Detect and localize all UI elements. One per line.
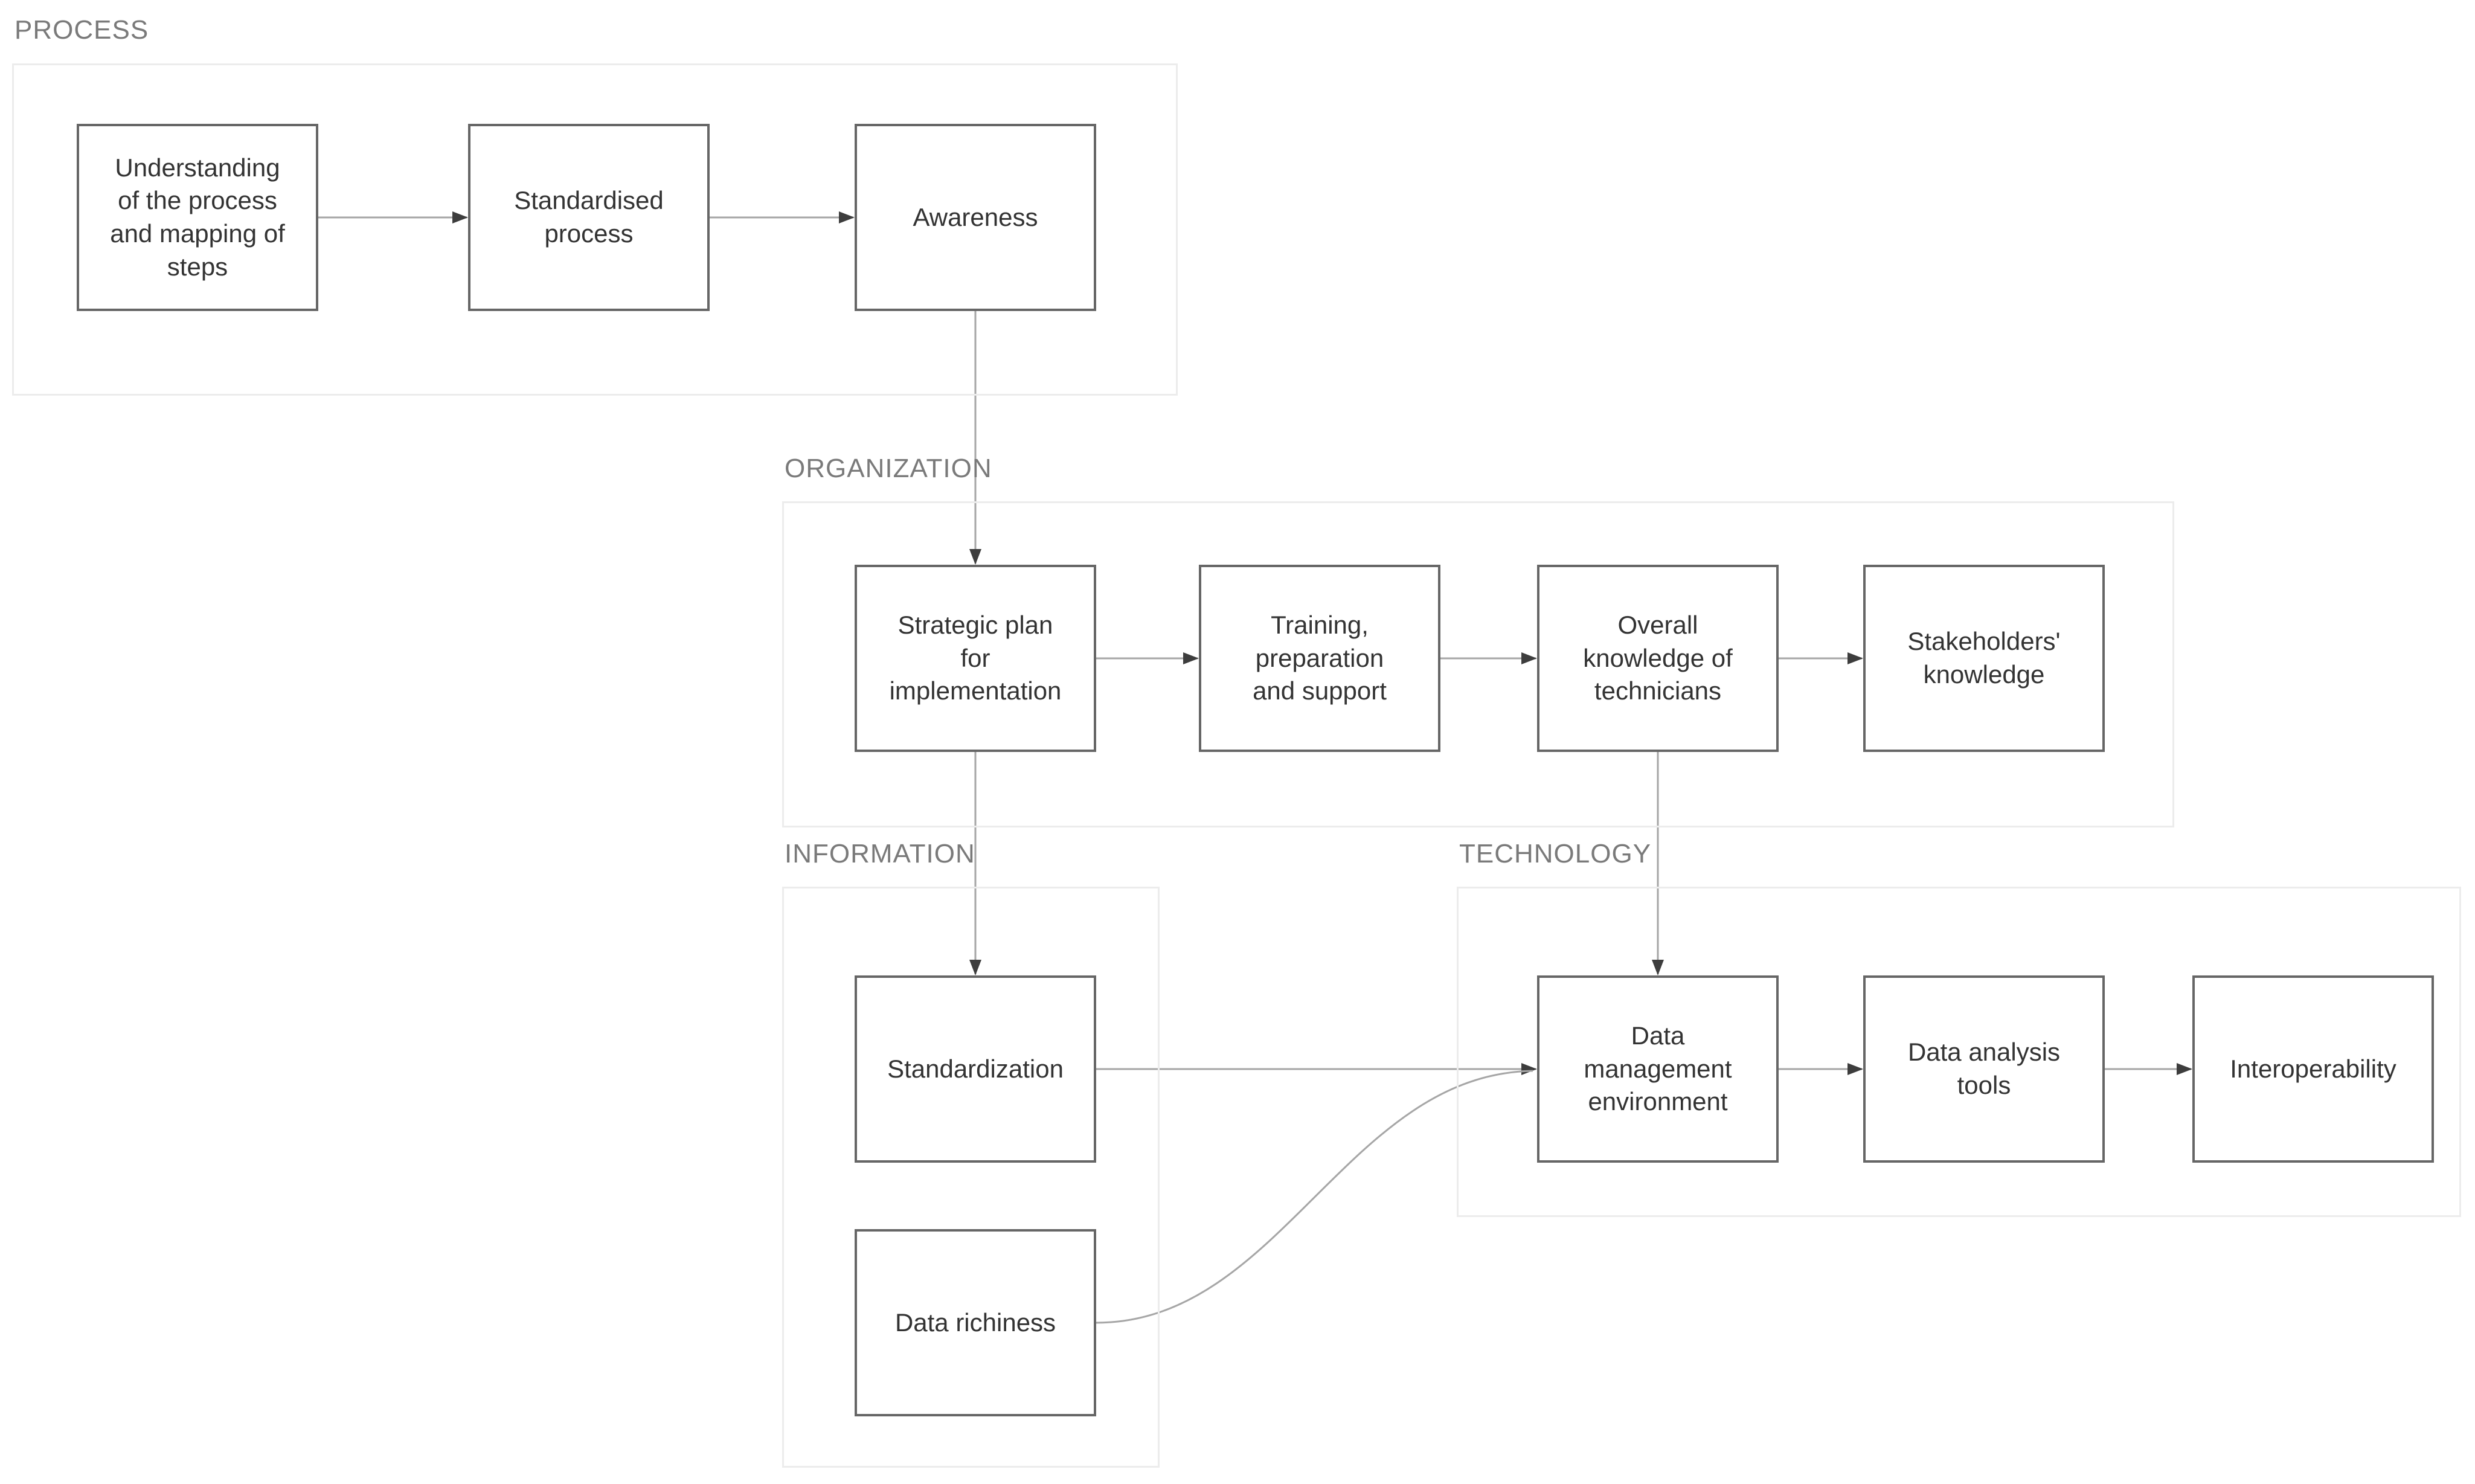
- node-data-management: Data management environment: [1537, 975, 1779, 1163]
- group-label-technology: TECHNOLOGY: [1459, 839, 1652, 869]
- node-strategic-plan: Strategic plan for implementation: [855, 565, 1096, 752]
- node-data-richiness: Data richiness: [855, 1229, 1096, 1416]
- node-standardised-process: Standardised process: [468, 124, 710, 311]
- group-process: [12, 63, 1178, 396]
- group-information: [782, 887, 1160, 1468]
- node-standardization: Standardization: [855, 975, 1096, 1163]
- node-interoperability: Interoperability: [2192, 975, 2434, 1163]
- node-awareness: Awareness: [855, 124, 1096, 311]
- group-technology: [1457, 887, 2461, 1217]
- node-data-analysis: Data analysis tools: [1863, 975, 2105, 1163]
- group-label-organization: ORGANIZATION: [785, 454, 992, 483]
- group-label-process: PROCESS: [14, 15, 149, 45]
- node-stakeholders-knowledge: Stakeholders' knowledge: [1863, 565, 2105, 752]
- node-overall-knowledge: Overall knowledge of technicians: [1537, 565, 1779, 752]
- group-label-information: INFORMATION: [785, 839, 975, 869]
- node-training: Training, preparation and support: [1199, 565, 1440, 752]
- group-organization: [782, 501, 2174, 827]
- node-understanding: Understanding of the process and mapping…: [77, 124, 318, 311]
